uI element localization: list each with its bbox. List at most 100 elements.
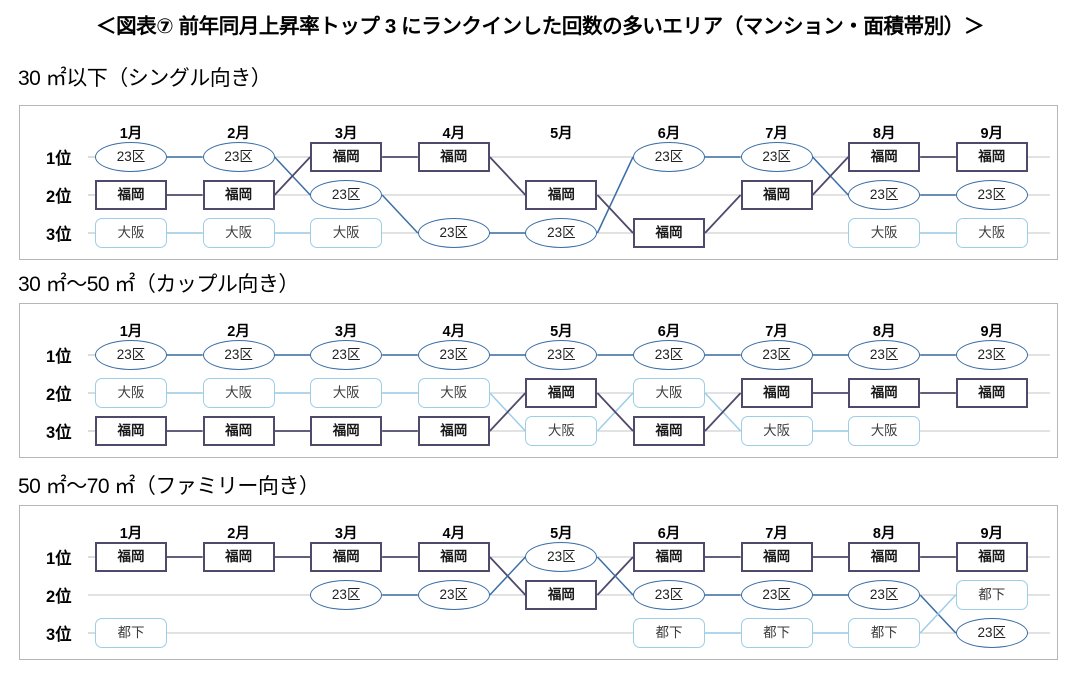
rank-node-fukuoka[interactable]: 福岡 xyxy=(310,542,383,572)
rank-node-osaka[interactable]: 大阪 xyxy=(202,218,275,248)
rank-node-fukuoka[interactable]: 福岡 xyxy=(740,378,813,408)
month-header-5: 5月 xyxy=(550,324,573,340)
rank-node-fukuoka[interactable]: 福岡 xyxy=(417,416,490,446)
connector-ward xyxy=(596,156,634,234)
rank-node-ward[interactable]: 23区 xyxy=(955,180,1028,210)
month-header-6: 6月 xyxy=(657,126,681,142)
rank-node-ward[interactable]: 23区 xyxy=(955,340,1028,370)
rank-node-osaka[interactable]: 大阪 xyxy=(202,378,275,408)
month-header-1: 1月 xyxy=(119,324,143,340)
month-header-6: 6月 xyxy=(657,324,681,340)
rank-label-3: 3位 xyxy=(46,424,72,442)
rank-node-ward[interactable]: 23区 xyxy=(95,340,167,370)
page-title: ＜図表⑦ 前年同月上昇率トップ 3 にランクインした回数の多いエリア（マンション… xyxy=(95,15,985,38)
rank-node-ward[interactable]: 23区 xyxy=(955,618,1028,648)
rank-node-osaka[interactable]: 大阪 xyxy=(95,218,167,248)
rank-node-ward[interactable]: 23区 xyxy=(417,580,490,610)
rank-node-fukuoka[interactable]: 福岡 xyxy=(202,180,275,210)
month-header-7: 7月 xyxy=(765,324,788,340)
rank-node-osaka[interactable]: 大阪 xyxy=(310,218,383,248)
rank-node-osaka[interactable]: 大阪 xyxy=(848,218,921,248)
rank-node-ward[interactable]: 23区 xyxy=(633,340,705,370)
rank-node-fukuoka[interactable]: 福岡 xyxy=(417,542,490,572)
rank-node-ward[interactable]: 23区 xyxy=(417,340,490,370)
rank-node-ward[interactable]: 23区 xyxy=(310,340,383,370)
rank-node-toka[interactable]: 都下 xyxy=(955,580,1028,610)
rank-node-fukuoka[interactable]: 福岡 xyxy=(955,142,1028,172)
rank-label-1: 1位 xyxy=(46,550,72,568)
rank-node-osaka[interactable]: 大阪 xyxy=(848,416,921,446)
month-header-5: 5月 xyxy=(550,126,573,142)
rank-node-fukuoka[interactable]: 福岡 xyxy=(848,378,921,408)
rank-node-ward[interactable]: 23区 xyxy=(310,580,383,610)
rank-node-ward[interactable]: 23区 xyxy=(95,142,167,172)
rank-label-2: 2位 xyxy=(46,588,72,606)
connector-fukuoka xyxy=(596,194,634,234)
rank-node-fukuoka[interactable]: 福岡 xyxy=(633,542,705,572)
rank-node-ward[interactable]: 23区 xyxy=(740,142,813,172)
rank-node-toka[interactable]: 都下 xyxy=(633,618,705,648)
month-header-2: 2月 xyxy=(227,324,250,340)
rank-node-fukuoka[interactable]: 福岡 xyxy=(633,218,705,248)
rank-node-fukuoka[interactable]: 福岡 xyxy=(848,542,921,572)
rank-node-fukuoka[interactable]: 福岡 xyxy=(95,542,167,572)
rank-node-osaka[interactable]: 大阪 xyxy=(525,416,598,446)
rank-node-fukuoka[interactable]: 福岡 xyxy=(740,542,813,572)
rank-node-fukuoka[interactable]: 福岡 xyxy=(417,142,490,172)
rank-node-ward[interactable]: 23区 xyxy=(202,340,275,370)
rank-node-fukuoka[interactable]: 福岡 xyxy=(955,378,1028,408)
rank-node-osaka[interactable]: 大阪 xyxy=(310,378,383,408)
rank-node-ward[interactable]: 23区 xyxy=(525,218,598,248)
rank-node-fukuoka[interactable]: 福岡 xyxy=(202,542,275,572)
rank-node-fukuoka[interactable]: 福岡 xyxy=(525,180,598,210)
rank-node-osaka[interactable]: 大阪 xyxy=(417,378,490,408)
rank-label-3: 3位 xyxy=(46,626,72,644)
rank-node-fukuoka[interactable]: 福岡 xyxy=(525,580,598,610)
month-header-4: 4月 xyxy=(442,324,466,340)
rank-node-fukuoka[interactable]: 福岡 xyxy=(740,180,813,210)
rank-node-osaka[interactable]: 大阪 xyxy=(633,378,705,408)
rank-node-ward[interactable]: 23区 xyxy=(525,542,598,572)
rank-node-toka[interactable]: 都下 xyxy=(848,618,921,648)
month-header-9: 9月 xyxy=(980,324,1004,340)
rank-node-ward[interactable]: 23区 xyxy=(633,142,705,172)
rank-node-ward[interactable]: 23区 xyxy=(310,180,383,210)
month-header-9: 9月 xyxy=(980,526,1004,542)
rank-node-osaka[interactable]: 大阪 xyxy=(95,378,167,408)
rank-node-ward[interactable]: 23区 xyxy=(848,340,921,370)
connector-fukuoka xyxy=(273,156,311,196)
rank-node-ward[interactable]: 23区 xyxy=(848,580,921,610)
rank-node-ward[interactable]: 23区 xyxy=(740,340,813,370)
connector-fukuoka xyxy=(596,392,634,432)
rank-node-ward[interactable]: 23区 xyxy=(417,218,490,248)
rank-node-fukuoka[interactable]: 福岡 xyxy=(310,142,383,172)
connector-ward xyxy=(489,556,526,596)
rank-node-fukuoka[interactable]: 福岡 xyxy=(310,416,383,446)
rank-node-toka[interactable]: 都下 xyxy=(95,618,167,648)
rank-node-ward[interactable]: 23区 xyxy=(633,580,705,610)
rank-node-fukuoka[interactable]: 福岡 xyxy=(955,542,1028,572)
connector-fukuoka xyxy=(811,156,849,196)
connector-ward xyxy=(596,556,634,596)
rank-node-fukuoka[interactable]: 福岡 xyxy=(848,142,921,172)
rank-node-ward[interactable]: 23区 xyxy=(202,142,275,172)
rank-node-fukuoka[interactable]: 福岡 xyxy=(525,378,598,408)
rank-node-fukuoka[interactable]: 福岡 xyxy=(95,416,167,446)
rank-node-fukuoka[interactable]: 福岡 xyxy=(95,180,167,210)
rank-node-ward[interactable]: 23区 xyxy=(848,180,921,210)
section-heading-2: 30 ㎡〜50 ㎡（カップル向き） xyxy=(18,273,299,296)
month-header-2: 2月 xyxy=(227,526,250,542)
rank-node-ward[interactable]: 23区 xyxy=(740,580,813,610)
rank-node-toka[interactable]: 都下 xyxy=(740,618,813,648)
month-header-8: 8月 xyxy=(872,526,896,542)
rank-node-fukuoka[interactable]: 福岡 xyxy=(202,416,275,446)
rank-node-osaka[interactable]: 大阪 xyxy=(740,416,813,446)
connector-fukuoka xyxy=(704,392,742,432)
rank-node-fukuoka[interactable]: 福岡 xyxy=(633,416,705,446)
month-header-4: 4月 xyxy=(442,526,466,542)
rank-node-osaka[interactable]: 大阪 xyxy=(955,218,1028,248)
rank-node-ward[interactable]: 23区 xyxy=(525,340,598,370)
month-header-8: 8月 xyxy=(872,126,896,142)
section-heading-3: 50 ㎡〜70 ㎡（ファミリー向き） xyxy=(18,475,320,498)
